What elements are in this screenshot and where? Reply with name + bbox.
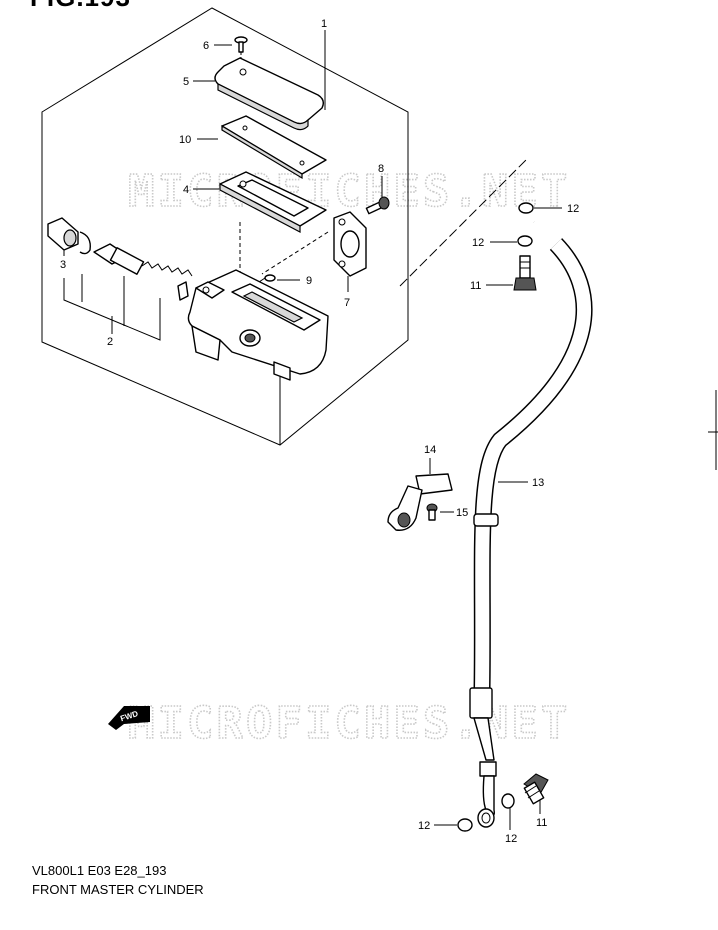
- master-cylinder-body: [187, 269, 329, 381]
- callout-3: 3: [60, 259, 66, 271]
- callout-12a: 12: [567, 203, 579, 215]
- washer-12-lower-left: [457, 818, 473, 832]
- callout-11a: 11: [470, 280, 481, 292]
- guide-line-b: [261, 231, 329, 275]
- watermark-bottom: MICROFICHES.NET: [128, 698, 570, 749]
- assembly-guide: [399, 157, 529, 287]
- callout-12b: 12: [472, 237, 484, 249]
- callout-6: 6: [203, 40, 209, 52]
- callout-8: 8: [378, 163, 384, 175]
- banjo-bolt-11-top: [513, 255, 537, 291]
- clamp-7: [333, 211, 367, 277]
- washer-12-lower-right: [501, 793, 515, 809]
- callout-7: 7: [344, 297, 350, 309]
- callout-15: 15: [456, 507, 468, 519]
- banjo-bolt-11-bottom: [523, 773, 549, 805]
- bolt-15: [426, 503, 438, 521]
- callout-4: 4: [183, 184, 189, 196]
- callout-1: 1: [321, 18, 327, 30]
- diaphragm-4: [219, 171, 327, 233]
- callout-14: 14: [424, 444, 436, 456]
- reservoir-cap-5: [214, 57, 325, 131]
- assembly-outline: [41, 7, 409, 446]
- brake-hose-13: [469, 220, 593, 828]
- boot-3: [47, 217, 91, 255]
- callout-12d: 12: [505, 833, 517, 845]
- figure-caption: FRONT MASTER CYLINDER: [32, 882, 204, 897]
- fwd-arrow-icon: FWD: [108, 706, 150, 730]
- plate-10: [221, 115, 327, 180]
- figure-title: FIG.193: [30, 0, 131, 13]
- callout-11b: 11: [536, 817, 547, 829]
- callout-10: 10: [179, 134, 191, 146]
- callout-5: 5: [183, 76, 189, 88]
- washer-12-top: [518, 202, 534, 214]
- bolt-8: [365, 196, 390, 215]
- hose-bracket-14: [387, 473, 453, 531]
- callout-12c: 12: [418, 820, 430, 832]
- callout-2: 2: [107, 336, 113, 348]
- washer-12-second: [517, 235, 533, 247]
- watermark-top: MICROFICHES.NET: [128, 166, 570, 217]
- callout-9: 9: [306, 275, 312, 287]
- piston-2: [93, 243, 193, 301]
- model-code: VL800L1 E03 E28_193: [32, 863, 167, 878]
- callout-13: 13: [532, 477, 544, 489]
